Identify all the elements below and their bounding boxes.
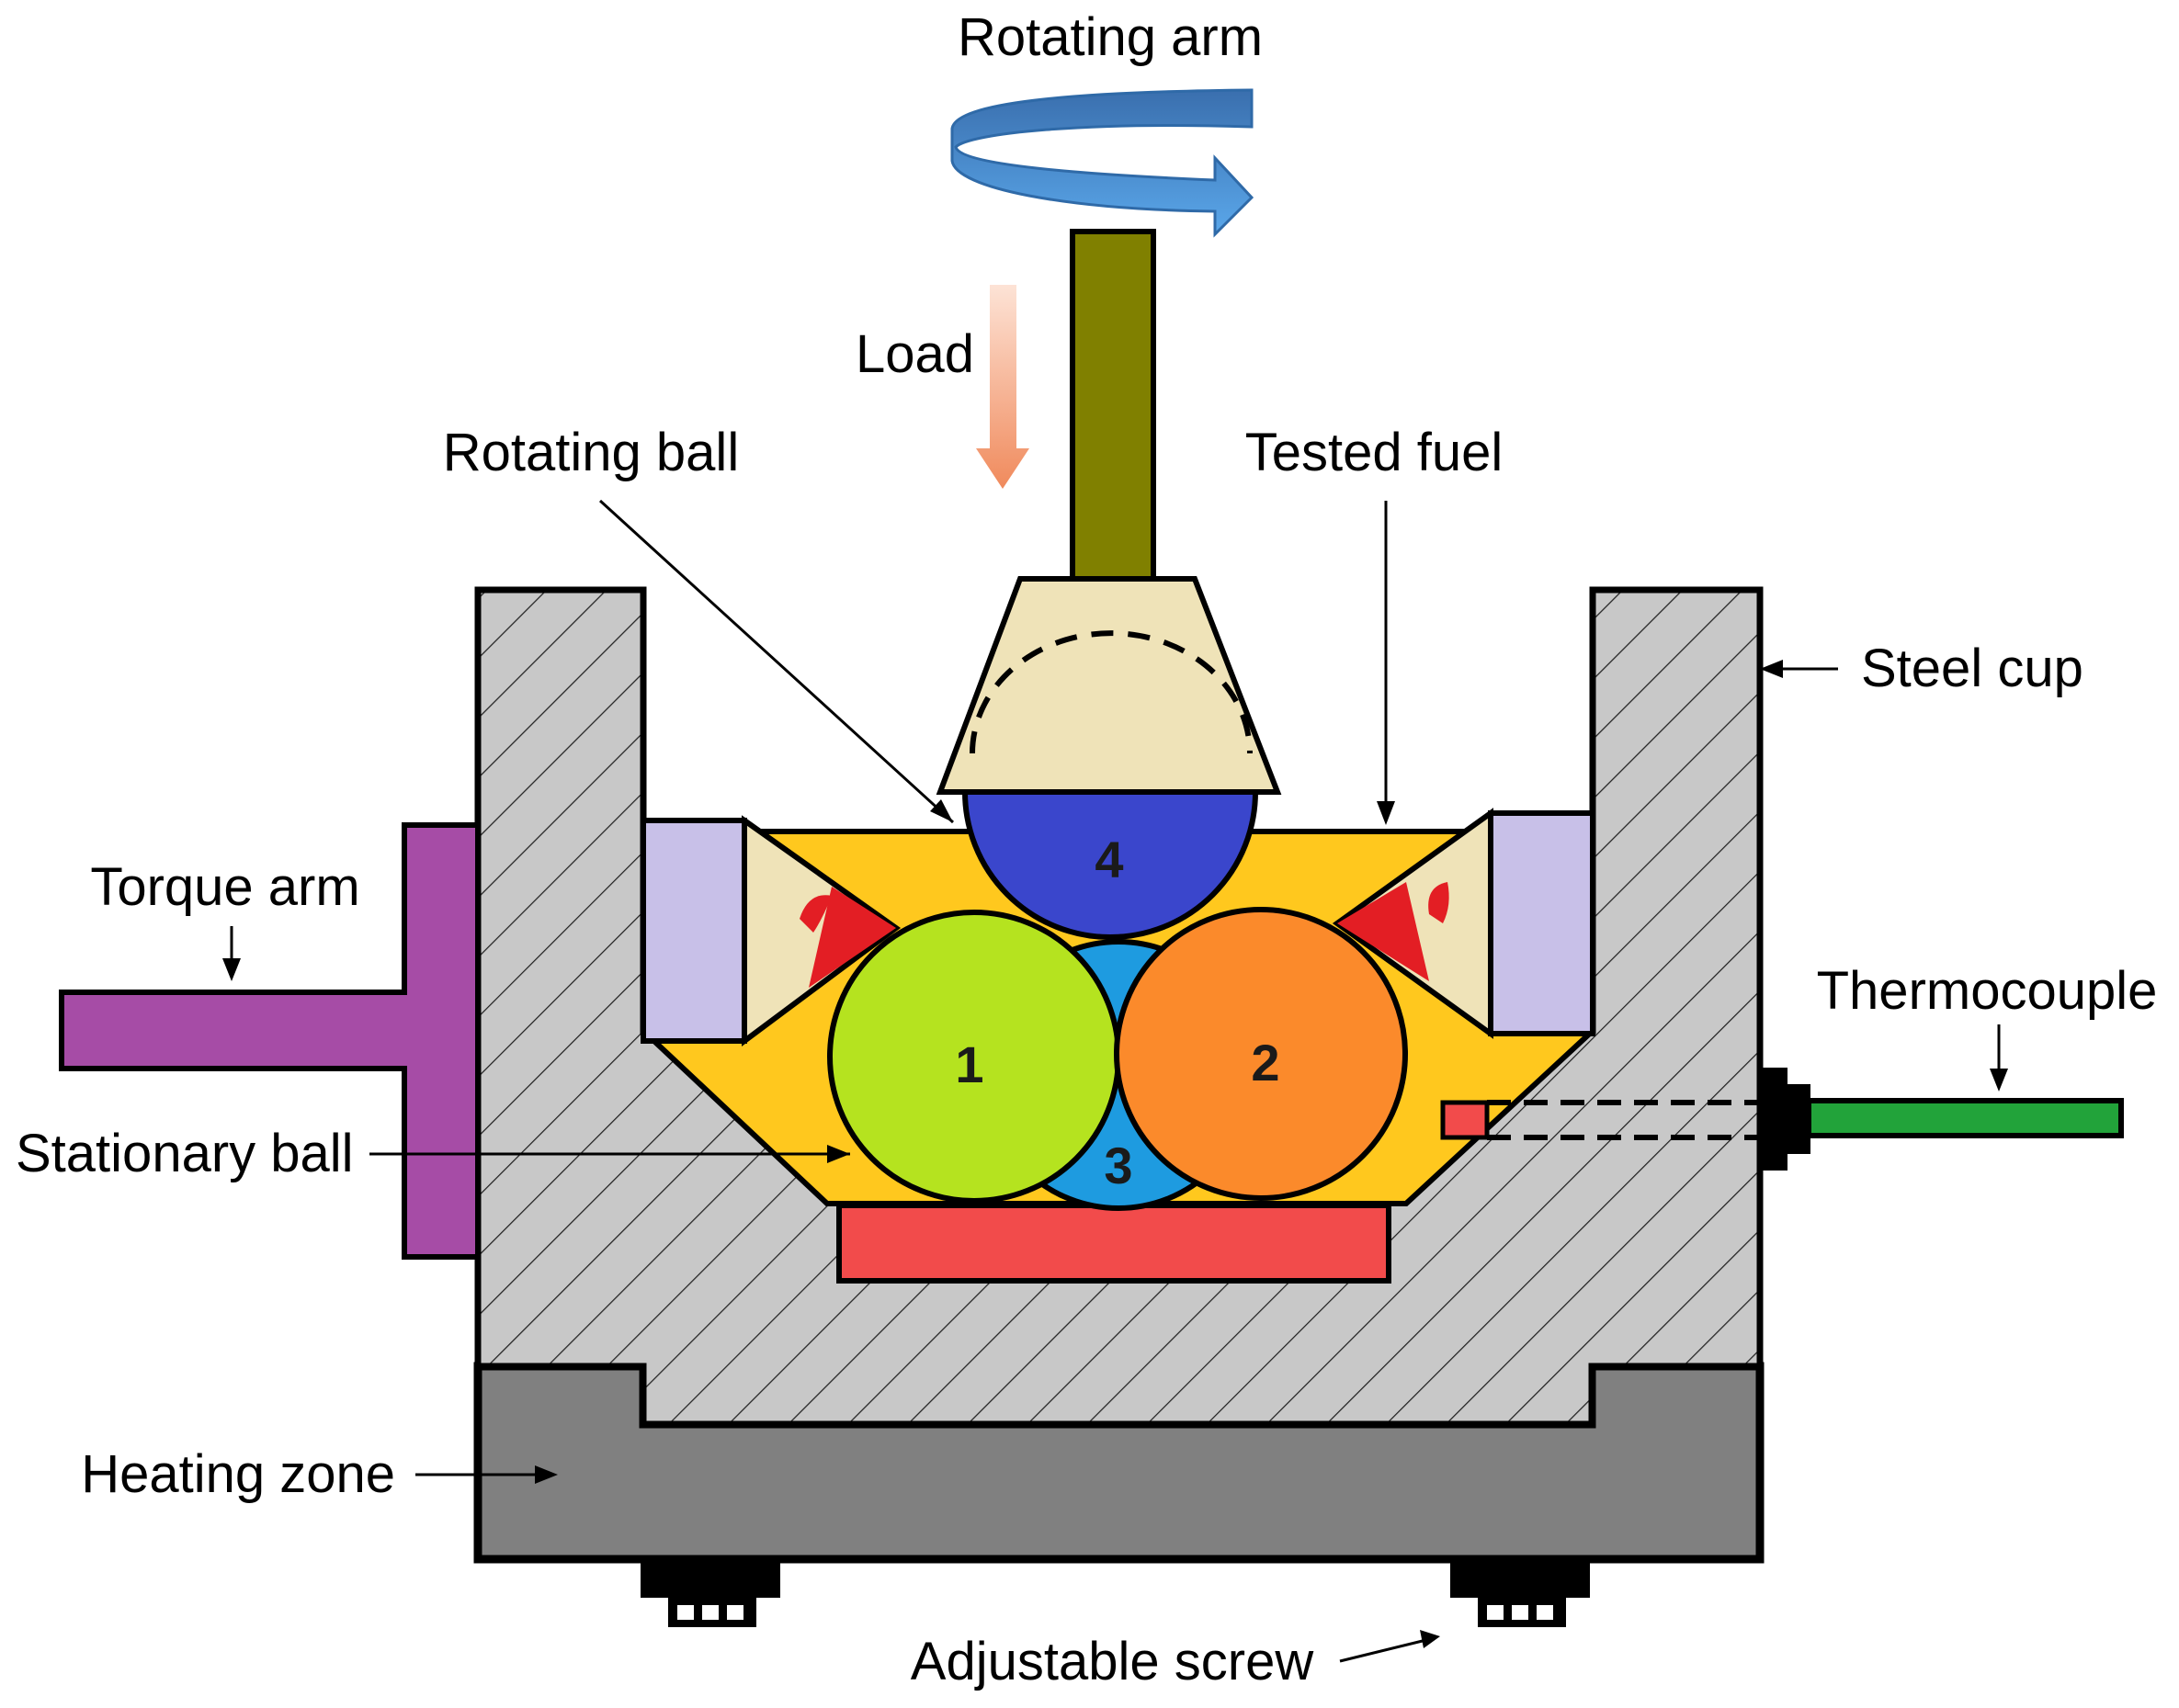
rotating-shaft — [1070, 229, 1156, 582]
label-tested-fuel: Tested fuel — [1245, 423, 1504, 482]
ball-chuck — [936, 576, 1282, 795]
label-rotating-arm: Rotating arm — [958, 7, 1263, 67]
label-rotating-ball: Rotating ball — [443, 423, 739, 482]
label-load: Load — [856, 324, 974, 384]
ball-4 — [961, 789, 1259, 940]
ball-2-number: 2 — [1251, 1034, 1279, 1092]
leader-lines — [222, 499, 2008, 1663]
clamp-left — [641, 815, 902, 1046]
ball-3-number: 3 — [1104, 1137, 1132, 1194]
heater-plate — [836, 1203, 1391, 1284]
label-heating-zone: Heating zone — [81, 1444, 395, 1504]
load-arrow — [976, 285, 1029, 489]
label-thermocouple: Thermocouple — [1817, 961, 2158, 1021]
label-stationary-ball: Stationary ball — [16, 1124, 354, 1183]
adjustable-screw-left — [641, 1559, 780, 1627]
torque-arm — [59, 822, 481, 1260]
clamp-right — [1332, 808, 1595, 1039]
label-torque-arm: Torque arm — [90, 857, 359, 917]
ball-2 — [1114, 907, 1408, 1201]
label-steel-cup: Steel cup — [1861, 639, 2083, 698]
adjustable-screw-right — [1450, 1559, 1590, 1627]
label-adjustable-screw: Adjustable screw — [911, 1632, 1315, 1691]
thermocouple — [1440, 1068, 2124, 1171]
rotation-arrow — [950, 88, 1254, 238]
ball-1-number: 1 — [955, 1035, 983, 1093]
ball-4-number: 4 — [1095, 831, 1123, 888]
